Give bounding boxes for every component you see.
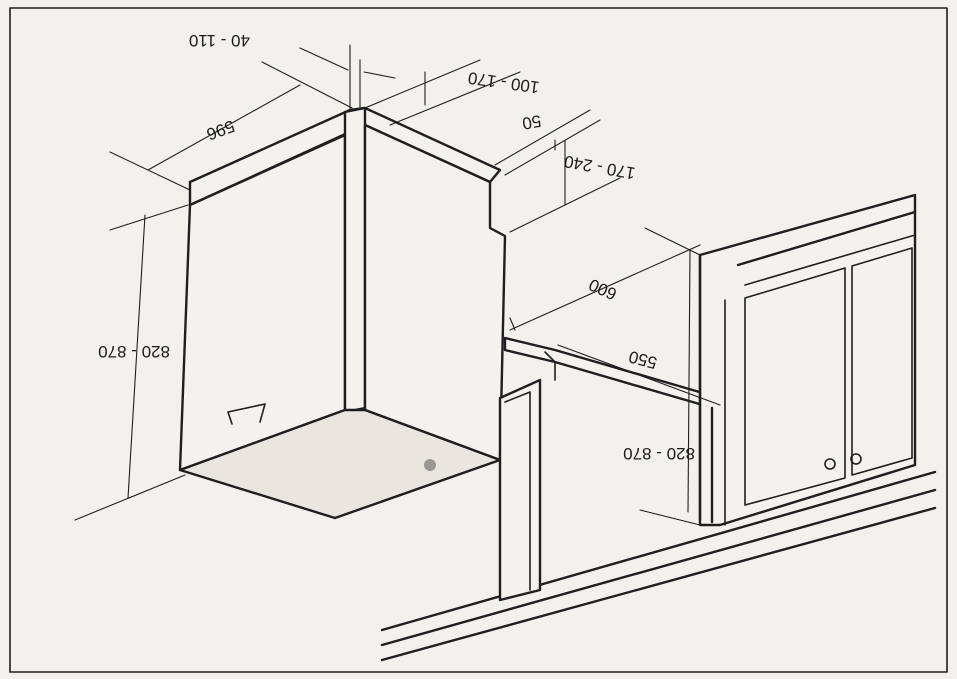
dim-top-gap-lines	[299, 44, 396, 111]
cabinet-right-post	[698, 253, 714, 524]
label-counter-depth: 550	[627, 347, 659, 373]
label-width: 596	[204, 116, 237, 144]
frame-border	[9, 7, 948, 673]
label-top-gap: 40 - 110	[189, 31, 250, 50]
dim-upper-height-lines	[364, 59, 521, 126]
box-bottom-face	[178, 408, 502, 520]
cabinet-base-line-2	[380, 488, 937, 647]
box-corner-strip	[343, 106, 367, 414]
cabinet-left-post	[498, 378, 542, 602]
label-cabinet-height-right: 820 - 870	[623, 444, 695, 463]
appliance-box	[178, 106, 507, 520]
cabinet-right-top-rail-2	[744, 234, 916, 286]
kitchen-cabinets	[380, 193, 937, 662]
niche-shelf-front	[544, 351, 556, 381]
cabinet-door-right	[851, 247, 913, 476]
cabinet-left-post-inner	[504, 391, 531, 591]
cabinet-door-left	[744, 267, 846, 506]
dim-step-height-lines	[509, 139, 621, 233]
cabinet-right-top-rail	[736, 210, 917, 267]
dim-niche-depth-lines	[509, 227, 701, 331]
dim-step-lines	[494, 109, 601, 176]
door-knob-right	[850, 453, 862, 465]
dim-cabinet-height-left-lines	[74, 204, 189, 521]
dimension-lines	[74, 44, 721, 526]
box-smudge	[424, 459, 436, 471]
label-cabinet-height-left: 820 - 870	[98, 342, 170, 361]
label-step: 50	[521, 111, 543, 133]
label-niche-depth: 600	[586, 275, 620, 304]
cabinet-base-line-1	[380, 470, 937, 632]
label-upper-height: 100 - 170	[467, 68, 541, 97]
dim-width-lines	[109, 61, 353, 191]
dim-counter-depth-lines	[557, 344, 721, 406]
label-step-height: 170 - 240	[563, 152, 637, 183]
box-bracket-mark	[227, 403, 266, 425]
cabinet-base-line-3	[380, 506, 937, 662]
dim-cabinet-height-right-lines	[639, 249, 701, 526]
door-knob-left	[824, 458, 836, 470]
